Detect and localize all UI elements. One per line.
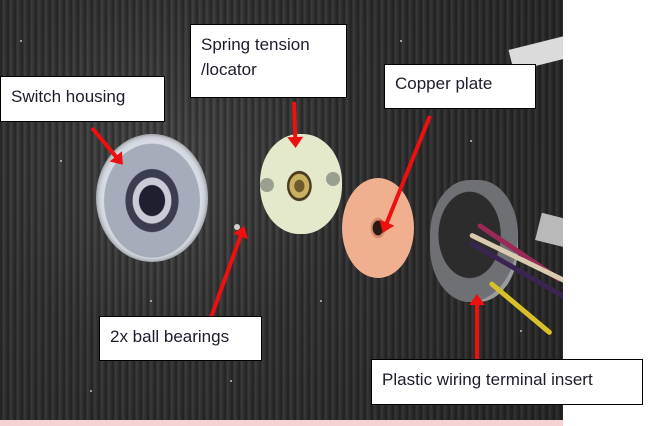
arrow-spring-tension	[292, 101, 298, 143]
carpet-speck	[230, 380, 232, 382]
metal-blade	[535, 212, 563, 248]
spring-locator-part	[260, 134, 342, 234]
label-switch-housing: Switch housing	[0, 76, 165, 122]
arrow-ball-bearings	[208, 230, 245, 321]
arrow-terminal-insert	[475, 300, 479, 362]
carpet-speck	[150, 300, 152, 302]
mounting-hole	[326, 172, 340, 186]
carpet-speck	[520, 330, 522, 332]
label-ball-bearings: 2x ball bearings	[99, 316, 262, 361]
label-spring-tension: Spring tension /locator	[190, 24, 347, 98]
bottom-strip	[0, 420, 563, 426]
arrow-switch-housing	[90, 126, 121, 162]
carpet-speck	[20, 40, 22, 42]
label-copper-plate: Copper plate	[384, 64, 536, 109]
wire-yellow	[488, 280, 553, 336]
mounting-hole	[260, 178, 274, 192]
carpet-speck	[320, 300, 322, 302]
carpet-speck	[90, 390, 92, 392]
label-terminal-insert: Plastic wiring terminal insert	[371, 359, 643, 405]
carpet-speck	[60, 160, 62, 162]
carpet-speck	[400, 40, 402, 42]
carpet-speck	[470, 140, 472, 142]
